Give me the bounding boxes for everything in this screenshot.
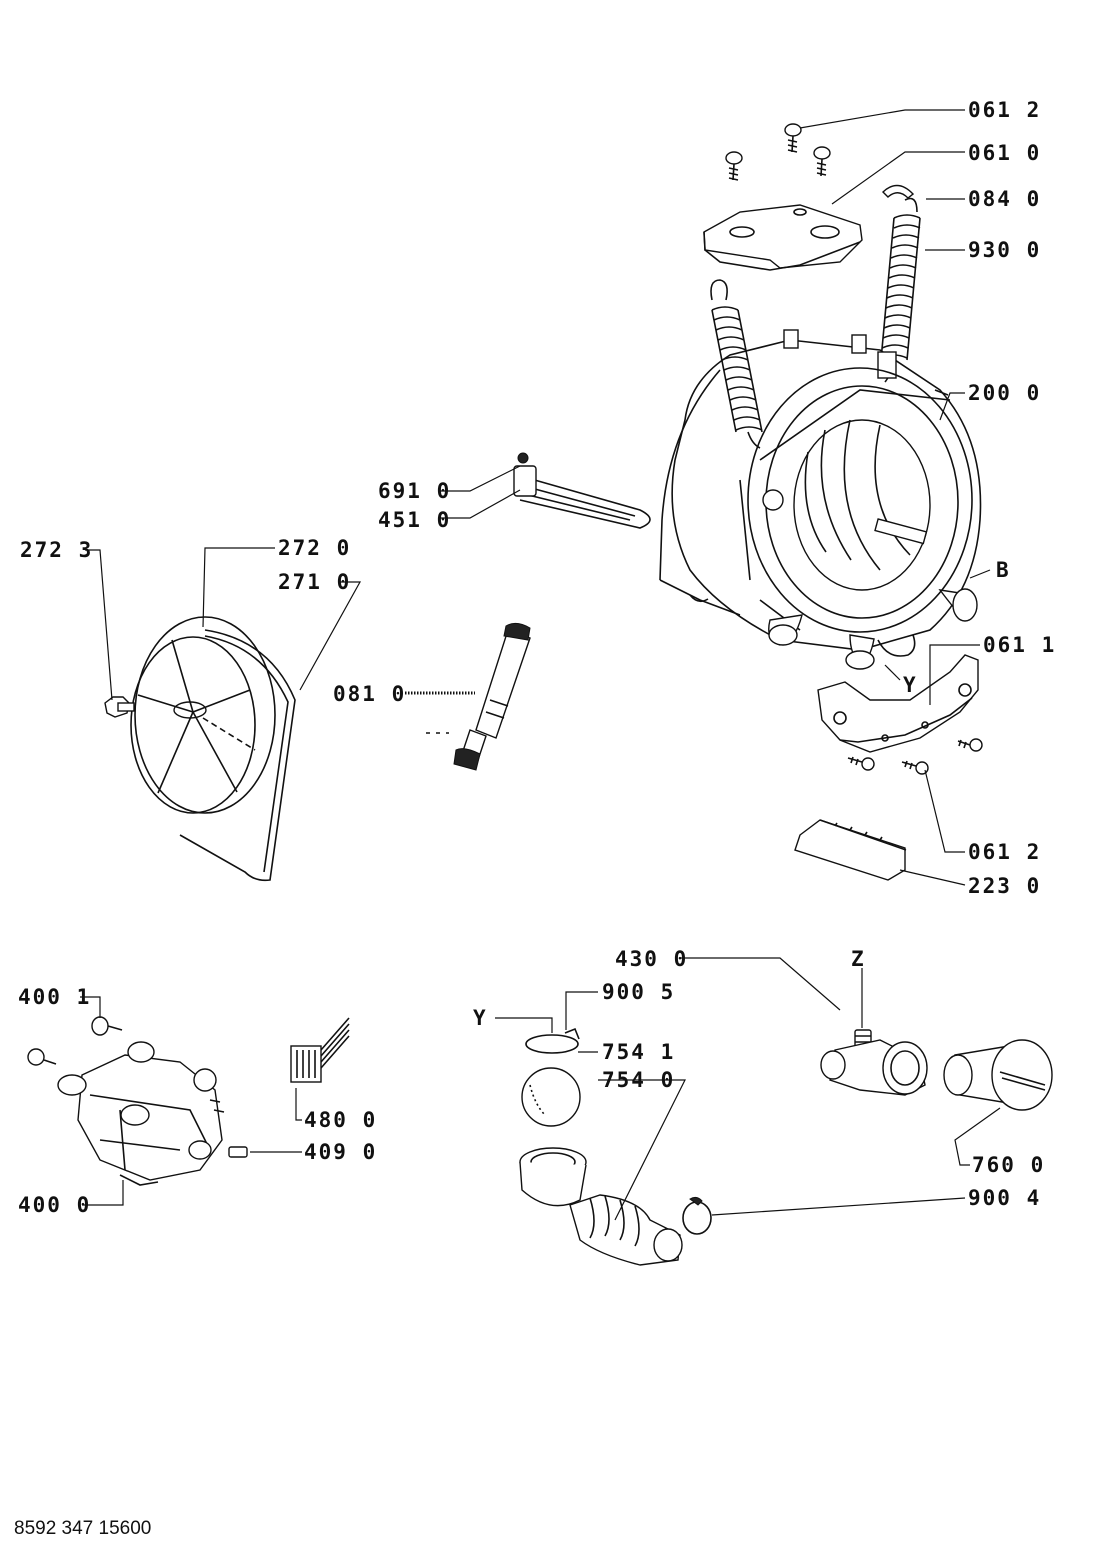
document-number: 8592 347 15600 [14, 1518, 152, 1539]
heater-element [513, 452, 651, 529]
motor [57, 1041, 225, 1186]
callout-4510: 451 0 [378, 508, 451, 532]
leader-lines [80, 109, 1001, 1221]
tub-legs [768, 588, 978, 670]
callout-0610: 061 0 [968, 141, 1041, 165]
motor-bolt-side [27, 1048, 57, 1066]
callout-2000: 200 0 [968, 381, 1041, 405]
callout-0612-top: 061 2 [968, 98, 1041, 122]
callout-7541: 754 1 [602, 1040, 675, 1064]
motor-bolt-top [91, 1016, 123, 1036]
tub-assembly [659, 329, 982, 670]
callout-labels: 061 2 061 0 084 0 930 0 200 0 B 691 0 45… [18, 98, 1056, 1217]
callout-9300: 930 0 [968, 238, 1041, 262]
top-counterweight [703, 204, 863, 271]
callout-b: B [996, 558, 1011, 582]
callout-9005: 900 5 [602, 980, 675, 1004]
screw-3 [813, 146, 831, 177]
pulley-bolt [104, 696, 135, 718]
hook-clip [881, 184, 915, 199]
callout-6910: 691 0 [378, 479, 451, 503]
drum-pulley [130, 616, 276, 814]
callout-0612-bottom: 061 2 [968, 840, 1041, 864]
callout-y-tub: Y [903, 673, 918, 697]
pump-filter [943, 1039, 1053, 1111]
drain-pump [820, 1029, 928, 1096]
callout-0810: 081 0 [333, 682, 406, 706]
callout-4090: 409 0 [304, 1140, 377, 1164]
callout-4001: 400 1 [18, 985, 91, 1009]
callout-4300: 430 0 [615, 947, 688, 971]
screw-2 [725, 151, 743, 181]
callout-7600: 760 0 [972, 1153, 1045, 1177]
screw-1 [784, 123, 802, 153]
drive-belt [179, 629, 296, 882]
hose-clamp [682, 1196, 712, 1235]
motor-connector [290, 1017, 350, 1083]
callout-2710: 271 0 [278, 570, 351, 594]
ball-valve [521, 1067, 581, 1127]
callout-4800: 480 0 [304, 1108, 377, 1132]
callout-9004: 900 4 [968, 1186, 1041, 1210]
callout-2720: 272 0 [278, 536, 351, 560]
lower-screws [847, 738, 983, 775]
callout-2723: 272 3 [20, 538, 93, 562]
callout-0611: 061 1 [983, 633, 1056, 657]
carbon-brush [228, 1146, 248, 1158]
callout-7540: 754 0 [602, 1068, 675, 1092]
callout-y-pump: Y [473, 1006, 488, 1030]
callout-4000: 400 0 [18, 1193, 91, 1217]
ring-gasket [525, 1027, 580, 1054]
sump-hose [519, 1147, 683, 1266]
lifter-paddle [794, 819, 907, 881]
top-screws [725, 123, 831, 181]
callout-2230: 223 0 [968, 874, 1041, 898]
callout-0840: 084 0 [968, 187, 1041, 211]
spring-left [710, 279, 763, 449]
lower-counterweight [817, 654, 979, 753]
shock-absorber [426, 622, 531, 771]
callout-z: Z [851, 947, 866, 971]
